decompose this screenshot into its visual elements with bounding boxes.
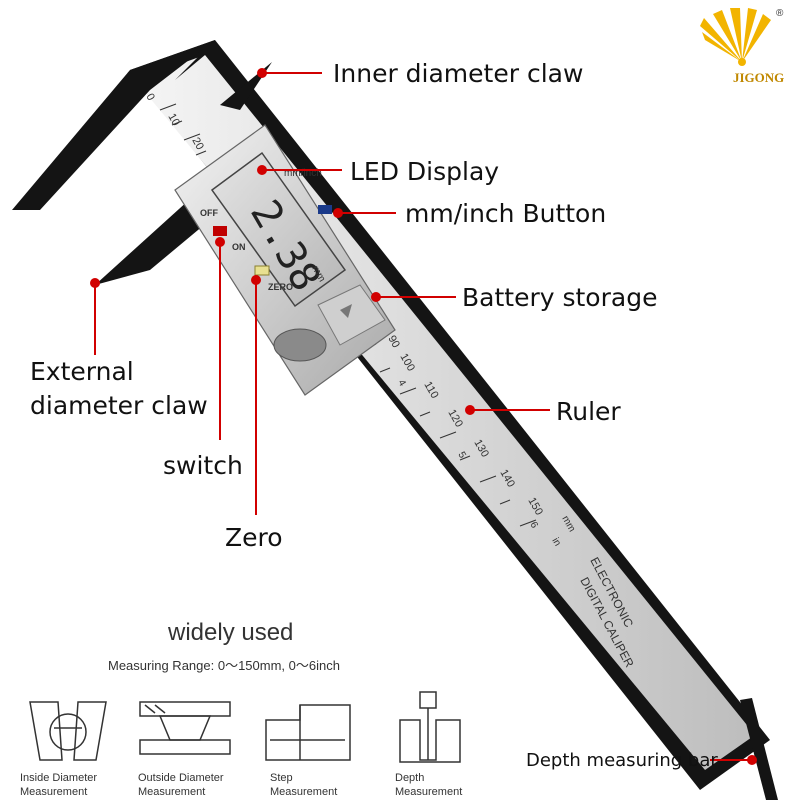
power-switch[interactable] [213,226,227,236]
usage-item-3-line2: Measurement [270,786,337,798]
logo-brand-name: JIGONG [733,70,784,85]
mm-inch-button[interactable] [318,205,332,214]
label-depth-bar: Depth measuring bar [526,750,718,771]
inner-jaw-fixed [175,40,215,80]
usage-item-4-line1: Depth [395,772,424,784]
outer-jaw-fixed [12,40,215,210]
inside-diameter-icon [29,701,107,761]
depth-icon [399,691,461,763]
usage-section: widely used Measuring Range: 0～150mm, 0～… [20,619,462,798]
scale-label-20: 20 [189,136,206,153]
slider-housing: 2.38 mm mm/inch OFF ON ZERO [174,124,396,396]
battery-arrow-icon [340,304,352,318]
switch-on-label: ON [232,242,246,252]
label-led-display: LED Display [350,157,499,186]
inch-label-6: 6 [527,520,540,531]
label-external-claw-2: diameter claw [30,391,208,420]
battery-cover[interactable] [317,284,386,346]
usage-title: widely used [167,619,293,646]
usage-item-3-line1: Step [270,772,293,784]
scale-label-90: 90 [385,334,402,351]
label-switch: switch [163,451,243,480]
fan-leaf-icon [700,8,771,66]
label-external-claw-1: External [30,357,134,386]
scale-label-0: 0 [143,92,156,103]
label-zero: Zero [225,523,283,552]
inch-scale-labels: 4 5 6 [395,378,540,531]
label-mm-inch-button: mm/inch Button [405,199,606,228]
usage-range: Measuring Range: 0～150mm, 0～6inch [108,658,340,673]
usage-captions: Inside Diameter Measurement Outside Diam… [20,772,462,798]
zero-button[interactable] [254,265,270,276]
label-ruler: Ruler [556,397,621,426]
outside-diameter-icon [139,701,231,755]
top-scale-labels: 0 10 20 [143,92,206,153]
usage-item-1-line1: Inside Diameter [20,772,97,784]
logo-registered-mark: ® [776,8,784,19]
scale-label-10: 10 [165,112,182,129]
label-inner-claw: Inner diameter claw [333,59,583,88]
thumb-wheel[interactable] [273,328,327,362]
inch-label-5: 5 [455,450,468,461]
usage-item-2-line1: Outside Diameter [138,772,224,784]
step-icon [265,704,351,761]
switch-off-label: OFF [200,208,218,218]
inch-label-4: 4 [395,378,408,389]
usage-item-2-line2: Measurement [138,786,205,798]
usage-item-1-line2: Measurement [20,786,87,798]
lcd-mode-label: mm/inch [284,168,322,179]
fixed-jaws [12,40,215,210]
callout-lines [90,68,757,765]
callout-labels: Inner diameter claw LED Display mm/inch … [30,59,718,771]
brand-logo: ® JIGONG [700,8,784,85]
usage-item-4-line2: Measurement [395,786,462,798]
ruler-ticks [159,103,537,527]
depth-bar [740,698,778,800]
zero-button-label: ZERO [268,282,293,292]
label-battery-storage: Battery storage [462,283,657,312]
